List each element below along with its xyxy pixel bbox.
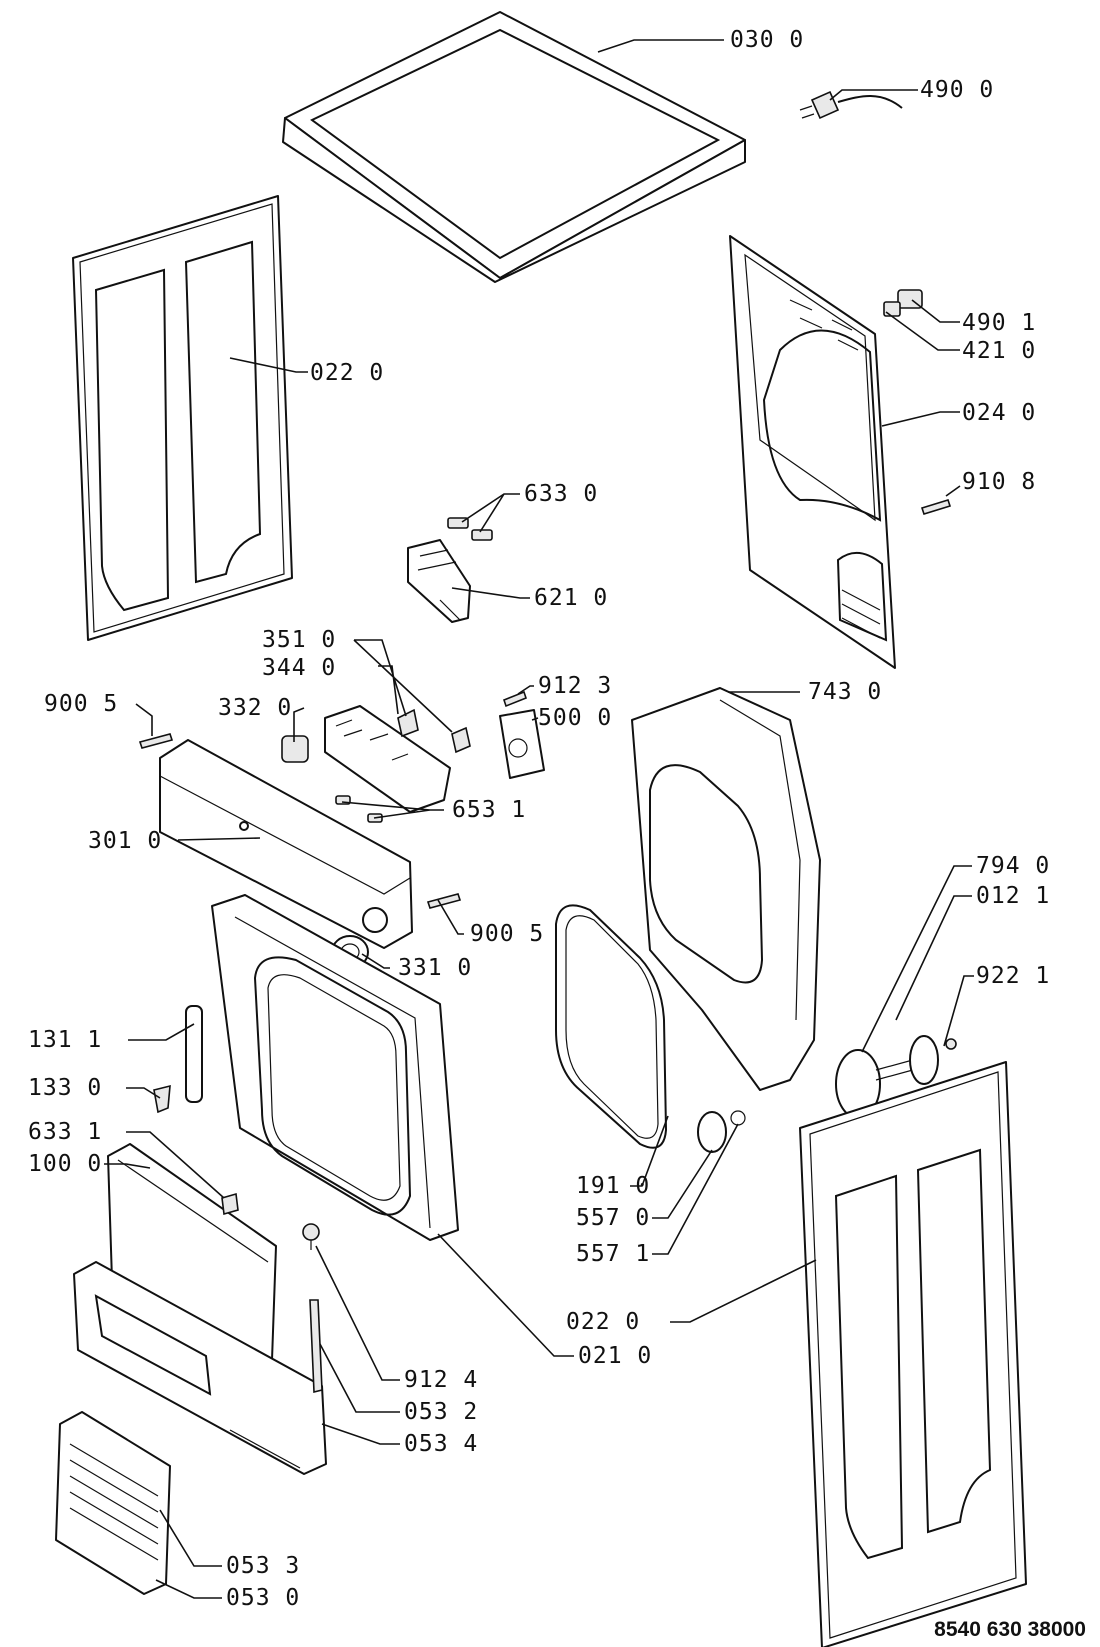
callout-022-0-bottom: 022 0 [566,1309,640,1335]
timer-module [499,690,545,779]
callout-053-0: 053 0 [226,1585,300,1611]
callout-653-1: 653 1 [452,797,526,823]
callout-022-0-top: 022 0 [310,360,384,386]
callout-053-4: 053 4 [404,1431,478,1457]
callout-910-8: 910 8 [962,469,1036,495]
callout-500-0: 500 0 [538,705,612,731]
callout-331-0: 331 0 [398,955,472,981]
top-panel [282,11,746,283]
document-number: 8540 630 38000 [934,1618,1086,1641]
callout-021-0: 021 0 [578,1343,652,1369]
callout-131-1: 131 1 [28,1027,102,1053]
screw-910 [920,499,952,515]
drive-parts [835,1035,957,1119]
callout-030-0: 030 0 [730,27,804,53]
callout-053-3: 053 3 [226,1553,300,1579]
callout-557-1: 557 1 [576,1241,650,1267]
door-hinge [153,1005,203,1114]
callout-421-0: 421 0 [962,338,1036,364]
callout-191-0: 191 0 [576,1173,650,1199]
switch-parts [407,517,493,623]
callout-922-1: 922 1 [976,963,1050,989]
callout-351-0: 351 0 [262,627,336,653]
callout-621-0: 621 0 [534,585,608,611]
callout-633-0: 633 0 [524,481,598,507]
callout-633-1: 633 1 [28,1119,102,1145]
callout-053-2: 053 2 [404,1399,478,1425]
back-panel [729,235,896,669]
power-cord-plug [799,90,903,120]
leader-lines [104,39,974,1599]
callout-900-5-top: 900 5 [44,691,118,717]
callout-332-0: 332 0 [218,695,292,721]
callout-100-0: 100 0 [28,1151,102,1177]
callout-557-0: 557 0 [576,1205,650,1231]
filter-rod [309,1299,323,1394]
callout-900-5-bottom: 900 5 [470,921,544,947]
callout-912-3: 912 3 [538,673,612,699]
callout-labels: 030 0 490 0 490 1 421 0 024 0 910 8 022 … [28,27,1050,1611]
sensor-parts [697,1110,746,1153]
front-panel [211,894,459,1241]
side-panel-right [799,1061,1027,1647]
side-panel-left [72,195,293,641]
control-panel [138,733,462,949]
front-bulkhead [631,687,821,1091]
callout-024-0: 024 0 [962,400,1036,426]
callout-743-0: 743 0 [808,679,882,705]
callout-012-1: 012 1 [976,883,1050,909]
callout-490-1: 490 1 [962,310,1036,336]
callout-344-0: 344 0 [262,655,336,681]
callout-301-0: 301 0 [88,828,162,854]
door-seal [555,904,668,1149]
electronic-board [281,705,471,823]
screw-912 [302,1223,320,1250]
callout-490-0: 490 0 [920,77,994,103]
kickplate [73,1261,327,1475]
callout-912-4: 912 4 [404,1367,478,1393]
lint-filter [55,1411,171,1595]
callout-133-0: 133 0 [28,1075,102,1101]
callout-794-0: 794 0 [976,853,1050,879]
